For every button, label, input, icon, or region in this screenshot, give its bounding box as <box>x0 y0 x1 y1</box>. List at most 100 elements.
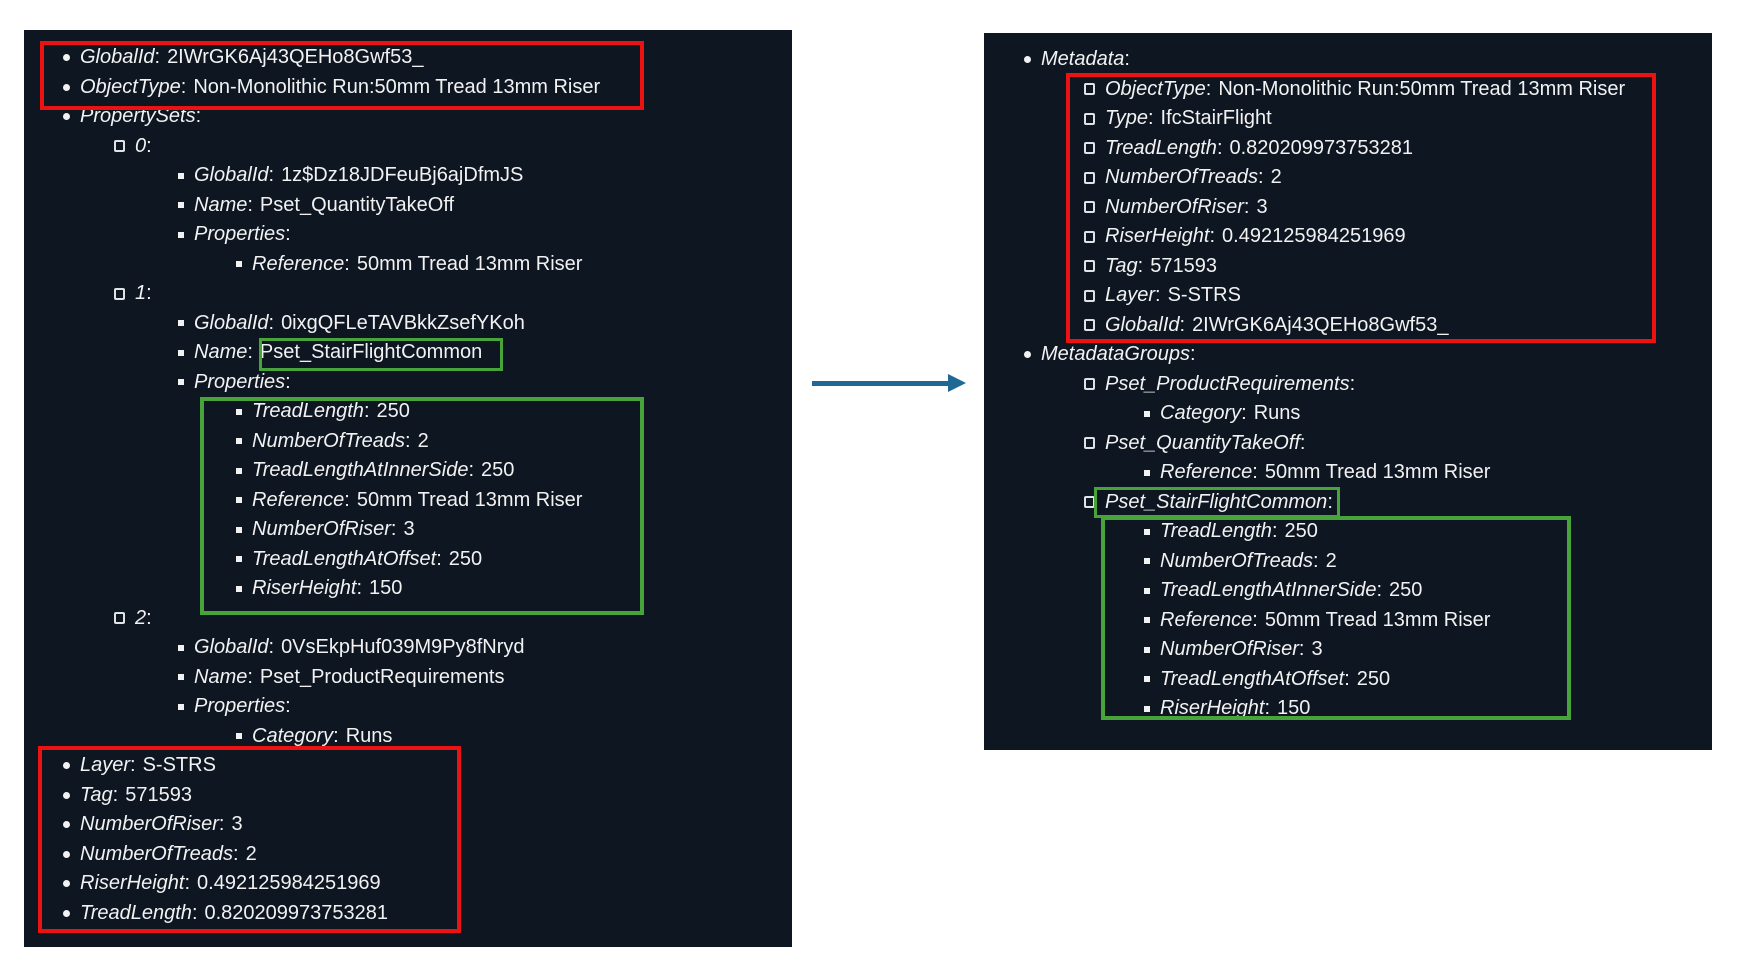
tree-line: GlobalId:1z$Dz18JDFeuBj6ajDfmJS <box>24 161 792 191</box>
property-key: 2 <box>135 606 147 629</box>
property-value: 150 <box>1277 697 1311 720</box>
key-colon: : <box>363 400 370 423</box>
property-key: NumberOfTreads <box>252 429 406 452</box>
key-colon: : <box>1241 402 1247 425</box>
square-bullet-icon <box>1144 617 1150 624</box>
tree-line: Pset_QuantityTakeOff: <box>984 429 1712 459</box>
circle-bullet-icon <box>1084 230 1095 243</box>
key-colon: : <box>247 665 253 688</box>
key-colon: : <box>285 223 291 246</box>
property-key: PropertySets <box>80 105 196 128</box>
tree-line: GlobalId:0ixgQFLeTAVBkkZsefYKoh <box>24 309 792 339</box>
property-value: 2 <box>245 842 257 865</box>
tree-line: Tag:571593 <box>984 252 1712 282</box>
key-colon: : <box>1258 166 1264 189</box>
property-key: TreadLengthAtInnerSide <box>252 459 469 482</box>
tree-line: Reference:50mm Tread 13mm Riser <box>24 250 792 280</box>
tree-line: TreadLength:250 <box>984 517 1712 547</box>
key-colon: : <box>191 901 198 924</box>
square-bullet-icon <box>236 526 242 533</box>
square-bullet-icon <box>178 703 184 710</box>
square-bullet-icon <box>1144 705 1150 712</box>
property-key: NumberOfTreads <box>80 842 234 865</box>
tree-line: ObjectType:Non-Monolithic Run:50mm Tread… <box>984 75 1712 105</box>
property-value: 250 <box>481 459 515 482</box>
square-bullet-icon <box>178 644 184 651</box>
key-colon: : <box>1252 461 1258 484</box>
property-key: Category <box>252 724 334 747</box>
property-value: 250 <box>1284 520 1318 543</box>
tree-line: RiserHeight:150 <box>24 574 792 604</box>
square-bullet-icon <box>236 467 242 474</box>
disc-bullet-icon <box>63 762 70 770</box>
property-key: Name <box>194 193 248 216</box>
key-colon: : <box>405 429 411 452</box>
tree-line: 1: <box>24 279 792 309</box>
property-value: 3 <box>1311 638 1323 661</box>
circle-bullet-icon <box>1084 437 1095 450</box>
property-key: NumberOfRiser <box>80 813 219 836</box>
square-bullet-icon <box>1144 646 1150 653</box>
arrow-shaft <box>812 381 950 386</box>
property-key: TreadLength <box>1105 136 1217 159</box>
tree-line: NumberOfTreads:2 <box>24 840 792 870</box>
property-key: Pset_QuantityTakeOff <box>1105 431 1300 454</box>
property-key: GlobalId <box>194 311 269 334</box>
tree-line: RiserHeight:0.492125984251969 <box>984 222 1712 252</box>
property-value: Runs <box>1253 402 1301 425</box>
property-value: 250 <box>376 400 410 423</box>
property-value: Pset_QuantityTakeOff <box>259 193 455 216</box>
tree-line: Name:Pset_ProductRequirements <box>24 663 792 693</box>
key-colon: : <box>1124 48 1130 71</box>
key-colon: : <box>1209 225 1216 248</box>
key-colon: : <box>344 252 350 275</box>
property-key: NumberOfRiser <box>1105 195 1244 218</box>
disc-bullet-icon <box>63 850 70 858</box>
tree-line: TreadLengthAtOffset:250 <box>24 545 792 575</box>
key-colon: : <box>356 577 363 600</box>
key-colon: : <box>390 518 397 541</box>
disc-bullet-icon <box>63 909 70 917</box>
key-colon: : <box>247 341 253 364</box>
property-value: 0.492125984251969 <box>1222 225 1406 248</box>
square-bullet-icon <box>1144 587 1150 594</box>
property-key: Properties <box>194 223 286 246</box>
tree-line: Properties: <box>24 368 792 398</box>
property-value: 2 <box>417 429 429 452</box>
square-bullet-icon <box>1144 676 1150 683</box>
property-key: Layer <box>80 754 131 777</box>
tree-line: RiserHeight:0.492125984251969 <box>24 869 792 899</box>
property-key: Pset_ProductRequirements <box>1105 372 1350 395</box>
property-key: Type <box>1105 107 1148 130</box>
tree-line: 2: <box>24 604 792 634</box>
tree-line: 0: <box>24 132 792 162</box>
key-colon: : <box>1179 313 1186 336</box>
square-bullet-icon <box>236 556 242 563</box>
source-ifc-properties-panel: GlobalId:2IWrGK6Aj43QEHo8Gwf53_ObjectTyp… <box>24 30 792 947</box>
key-colon: : <box>1299 431 1306 454</box>
circle-bullet-icon <box>114 140 125 153</box>
tree-line: GlobalId:0VsEkpHuf039M9Py8fNryd <box>24 633 792 663</box>
key-colon: : <box>184 872 191 895</box>
tree-line: Category:Runs <box>984 399 1712 429</box>
property-value: 0.820209973753281 <box>1229 136 1414 159</box>
tree-line: ObjectType:Non-Monolithic Run:50mm Tread… <box>24 73 792 103</box>
square-bullet-icon <box>236 497 242 504</box>
key-colon: : <box>1376 579 1383 602</box>
tree-line: NumberOfRiser:3 <box>24 515 792 545</box>
square-bullet-icon <box>178 231 184 238</box>
property-value: 250 <box>1356 667 1391 690</box>
property-key: Reference <box>252 252 345 275</box>
property-value: Pset_ProductRequirements <box>259 665 505 688</box>
property-key: 0 <box>135 134 147 157</box>
square-bullet-icon <box>236 438 242 445</box>
key-colon: : <box>468 459 475 482</box>
tree-line: Layer:S-STRS <box>24 751 792 781</box>
disc-bullet-icon <box>63 83 70 91</box>
property-key: ObjectType <box>1105 77 1206 100</box>
key-colon: : <box>1344 667 1350 690</box>
key-colon: : <box>268 164 275 187</box>
circle-bullet-icon <box>1084 496 1095 509</box>
property-key: 1 <box>135 282 147 305</box>
tree-line: NumberOfRiser:3 <box>24 810 792 840</box>
